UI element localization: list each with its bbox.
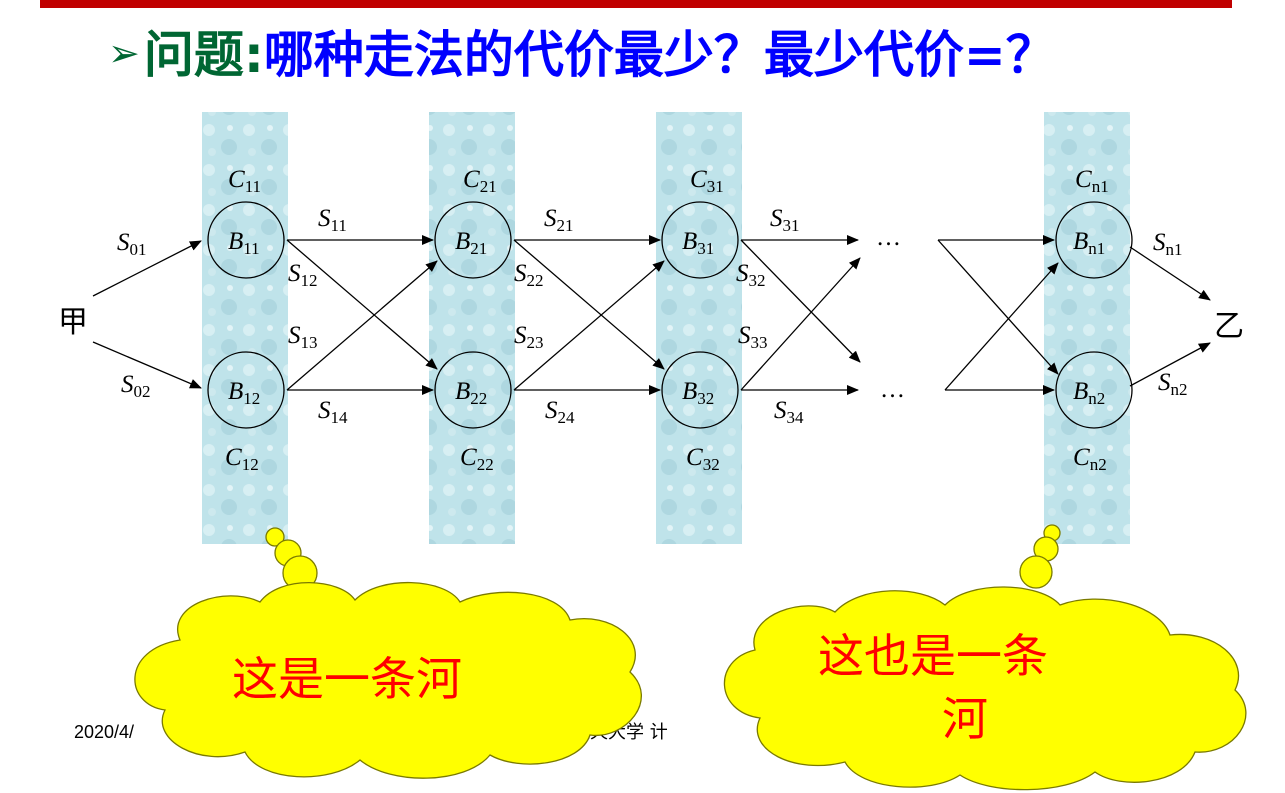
- edge-label-s13: S13: [288, 322, 318, 352]
- river-4: [1044, 112, 1130, 544]
- cloud-callout-right: [723, 524, 1247, 791]
- cloud-left-bubble-small: [265, 527, 285, 547]
- node-label-b21: B21: [455, 228, 487, 258]
- node-label-b22: B22: [455, 378, 487, 408]
- edge-label-s32: S32: [736, 260, 766, 290]
- cloud-right-text-line1: 这也是一条: [818, 629, 1048, 683]
- edge-label-sn2: Sn2: [1158, 369, 1188, 399]
- cloud-left-body: [134, 581, 642, 779]
- cost-label-c11: C11: [228, 166, 261, 196]
- node-label-b31: B31: [682, 228, 714, 258]
- cloud-callout-left: [134, 527, 642, 779]
- node-b31: [661, 201, 739, 279]
- cost-label-c32: C32: [686, 444, 720, 474]
- node-label-b32: B32: [682, 378, 714, 408]
- edge-bn1-end: [1129, 246, 1211, 301]
- edge-label-s22: S22: [514, 260, 544, 290]
- edge-label-s24: S24: [545, 397, 575, 427]
- top-rule: [40, 0, 1232, 8]
- cost-label-c21: C21: [463, 166, 497, 196]
- node-labels: B11 B12 B21 B22 B31 B32 Bn1 Bn2: [228, 228, 1105, 408]
- nodes: [207, 201, 1133, 429]
- river-columns: [202, 112, 1130, 544]
- edge-label-s01: S01: [117, 229, 147, 259]
- edge-label-s21: S21: [544, 205, 574, 235]
- edge-label-s23: S23: [514, 322, 544, 352]
- node-b12: [207, 351, 285, 429]
- edge-bn2-end: [1129, 342, 1211, 387]
- cost-label-cn2: Cn2: [1073, 444, 1107, 474]
- cloud-right-text-line2: 河: [942, 692, 988, 746]
- cost-label-c31: C31: [690, 166, 724, 196]
- node-label-b12: B12: [228, 378, 260, 408]
- edge-b21-b32: [513, 239, 665, 370]
- river-1: [202, 112, 288, 544]
- cost-labels: C11 C12 C21 C22 C31 C32 Cn1 Cn2: [225, 166, 1109, 474]
- edge-label-s11: S11: [318, 205, 347, 235]
- end-label: 乙: [1214, 309, 1244, 344]
- node-b21: [434, 201, 512, 279]
- cost-label-c12: C12: [225, 444, 259, 474]
- edge-label-s14: S14: [318, 397, 348, 427]
- edge-label-s02: S02: [121, 371, 151, 401]
- river-3: [656, 112, 742, 544]
- edges: [92, 235, 1211, 395]
- edge-b12-b21: [286, 260, 438, 391]
- edge-b11-b22: [286, 239, 438, 370]
- footer-date: 2020/4/: [74, 722, 134, 742]
- bullet-arrow-icon: ➢: [108, 31, 140, 75]
- cloud-left-text: 这是一条河: [232, 652, 462, 706]
- node-bn1: [1055, 201, 1133, 279]
- node-b32: [661, 351, 739, 429]
- edge-label-s31: S31: [770, 205, 800, 235]
- node-bn2: [1055, 351, 1133, 429]
- slide-title: ➢问题:哪种走法的代价最少？最少代价=？: [108, 18, 1056, 88]
- node-label-bn1: Bn1: [1073, 228, 1105, 258]
- start-label: 甲: [58, 305, 88, 340]
- cost-label-c22: C22: [460, 444, 494, 474]
- edge-label-s12: S12: [288, 260, 318, 290]
- edge-label-s33: S33: [738, 322, 768, 352]
- edge-start-b11: [92, 240, 202, 297]
- edge-start-b12: [92, 341, 202, 389]
- cost-label-cn1: Cn1: [1075, 166, 1109, 196]
- ellipsis-top: …: [876, 224, 901, 251]
- node-label-b11: B11: [228, 228, 260, 258]
- edge-label-s34: S34: [774, 397, 804, 427]
- title-text: 哪种走法的代价最少？最少代价=？: [263, 26, 1056, 84]
- edge-b31-next2: [740, 239, 861, 363]
- edge-prev1-bn2: [937, 239, 1059, 375]
- edge-label-sn1: Sn1: [1153, 229, 1183, 259]
- node-b11: [207, 201, 285, 279]
- node-label-bn2: Bn2: [1073, 378, 1105, 408]
- edge-labels: S01 S02 S11 S12 S13 S14 S21 S22 S23 S24 …: [117, 205, 1188, 427]
- cloud-right-body: [723, 586, 1247, 791]
- ellipsis-bottom: …: [880, 376, 905, 403]
- title-question-label: 问题:: [143, 26, 264, 84]
- edge-prev2-bn1: [944, 262, 1059, 391]
- cloud-right-bubble-large: [1019, 555, 1053, 589]
- river-2: [429, 112, 515, 544]
- edge-b22-b31: [513, 260, 665, 391]
- edge-b32-next1: [740, 257, 861, 391]
- node-b22: [434, 351, 512, 429]
